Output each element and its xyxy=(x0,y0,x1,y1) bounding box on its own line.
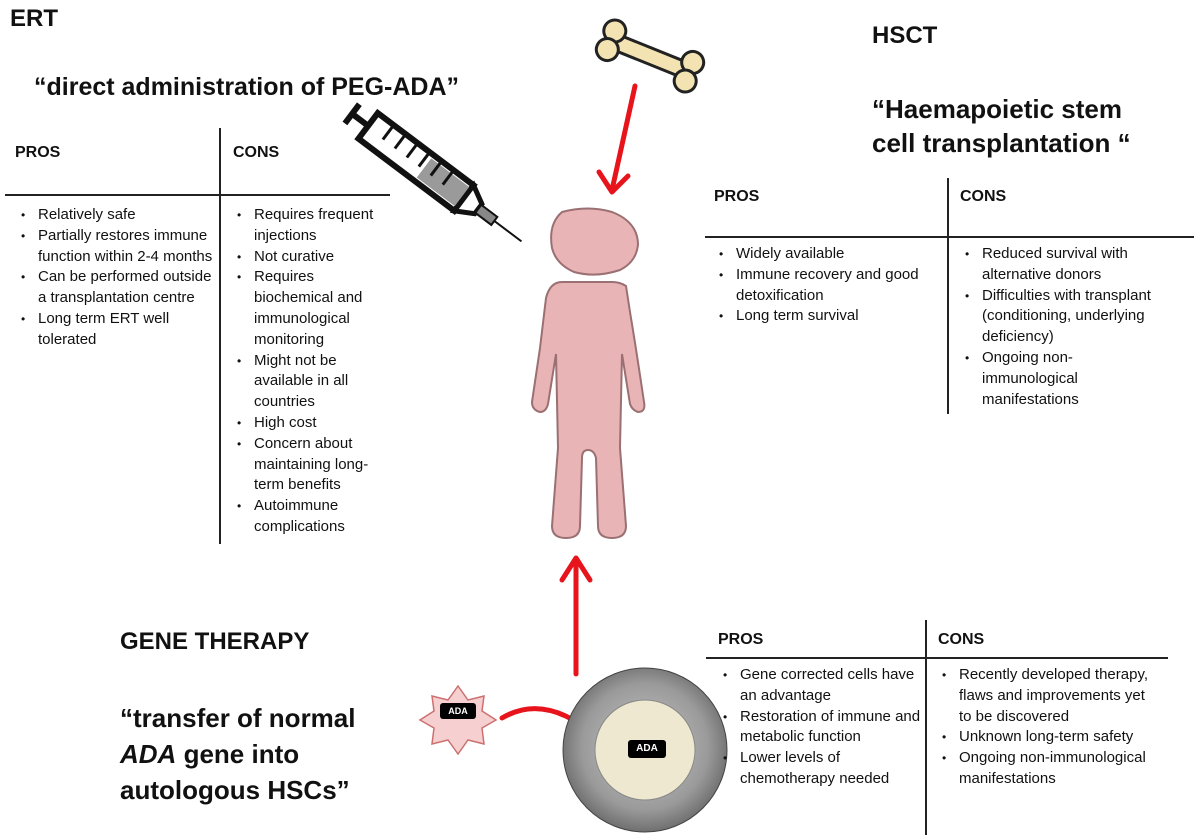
ada-star-label-text: ADA xyxy=(448,706,468,716)
gene-column-divider xyxy=(925,620,927,835)
gene-pros-list: Gene corrected cells have an advantage R… xyxy=(716,665,921,790)
hsct-column-divider xyxy=(947,178,949,414)
list-item: High cost xyxy=(230,413,392,434)
list-item: Unknown long-term safety xyxy=(935,727,1160,748)
list-item: Partially restores immune function withi… xyxy=(14,226,214,268)
gene-subtitle-line1: “transfer of normal xyxy=(120,703,356,733)
list-item: Concern about maintaining long-term bene… xyxy=(230,434,392,496)
arrow-bone-to-person xyxy=(596,83,638,195)
gene-pros-header: PROS xyxy=(718,631,764,648)
bone-icon xyxy=(594,18,706,94)
gene-subtitle: “transfer of normal ADA gene into autolo… xyxy=(120,700,356,808)
gene-cons-header: CONS xyxy=(938,631,985,648)
ert-column-divider xyxy=(219,128,221,544)
hsct-subtitle: “Haemapoietic stem cell transplantation … xyxy=(872,94,1131,158)
gene-cons-list: Recently developed therapy, flaws and im… xyxy=(935,665,1160,790)
ert-pros-list: Relatively safe Partially restores immun… xyxy=(14,205,214,351)
list-item: Ongoing non-immunological manifestations xyxy=(935,748,1160,790)
gene-title: GENE THERAPY xyxy=(120,628,310,655)
list-item: Recently developed therapy, flaws and im… xyxy=(935,665,1160,727)
gene-subtitle-italic: ADA xyxy=(120,739,177,769)
ert-cons-list: Requires frequent injections Not curativ… xyxy=(230,205,392,538)
arrow-cell-to-person xyxy=(559,555,593,677)
list-item: Can be performed outside a transplantati… xyxy=(14,267,214,309)
gene-subtitle-line2: gene into xyxy=(176,739,300,769)
hsct-pros-header: PROS xyxy=(714,188,760,205)
list-item: Lower levels of chemotherapy needed xyxy=(716,748,921,790)
ada-cell-label-text: ADA xyxy=(636,743,658,754)
ada-star-label: ADA xyxy=(440,703,476,719)
list-item: Gene corrected cells have an advantage xyxy=(716,665,921,707)
list-item: Long term survival xyxy=(712,306,944,327)
ert-table-divider xyxy=(5,194,390,196)
hsct-table-divider xyxy=(705,236,1194,238)
ada-protein-icon xyxy=(418,684,498,756)
list-item: Relatively safe xyxy=(14,205,214,226)
list-item: Restoration of immune and metabolic func… xyxy=(716,707,921,749)
hsct-cons-list: Reduced survival with alternative donors… xyxy=(958,244,1158,410)
hsct-cons-header: CONS xyxy=(960,188,1007,205)
list-item: Widely available xyxy=(712,244,944,265)
ert-title: ERT xyxy=(10,5,58,32)
list-item: Reduced survival with alternative donors xyxy=(958,244,1158,286)
ert-cons-header: CONS xyxy=(233,144,280,161)
list-item: Might not be available in all countries xyxy=(230,351,392,413)
person-icon xyxy=(530,207,646,540)
gene-subtitle-line3: autologous HSCs” xyxy=(120,775,350,805)
list-item: Long term ERT well tolerated xyxy=(14,309,214,351)
list-item: Not curative xyxy=(230,247,392,268)
hsct-pros-list: Widely available Immune recovery and goo… xyxy=(712,244,944,327)
gene-table-divider xyxy=(706,657,1168,659)
list-item: Ongoing non-immunological manifestations xyxy=(958,348,1158,410)
ert-pros-header: PROS xyxy=(15,144,61,161)
syringe-icon xyxy=(342,102,523,243)
ert-subtitle: “direct administration of PEG-ADA” xyxy=(34,73,460,101)
list-item: Requires biochemical and immunological m… xyxy=(230,267,392,350)
list-item: Autoimmune complications xyxy=(230,496,392,538)
list-item: Difficulties with transplant (conditioni… xyxy=(958,286,1158,348)
list-item: Immune recovery and good detoxification xyxy=(712,265,944,307)
list-item: Requires frequent injections xyxy=(230,205,392,247)
hsct-title: HSCT xyxy=(872,22,938,49)
ada-cell-label: ADA xyxy=(628,740,666,758)
